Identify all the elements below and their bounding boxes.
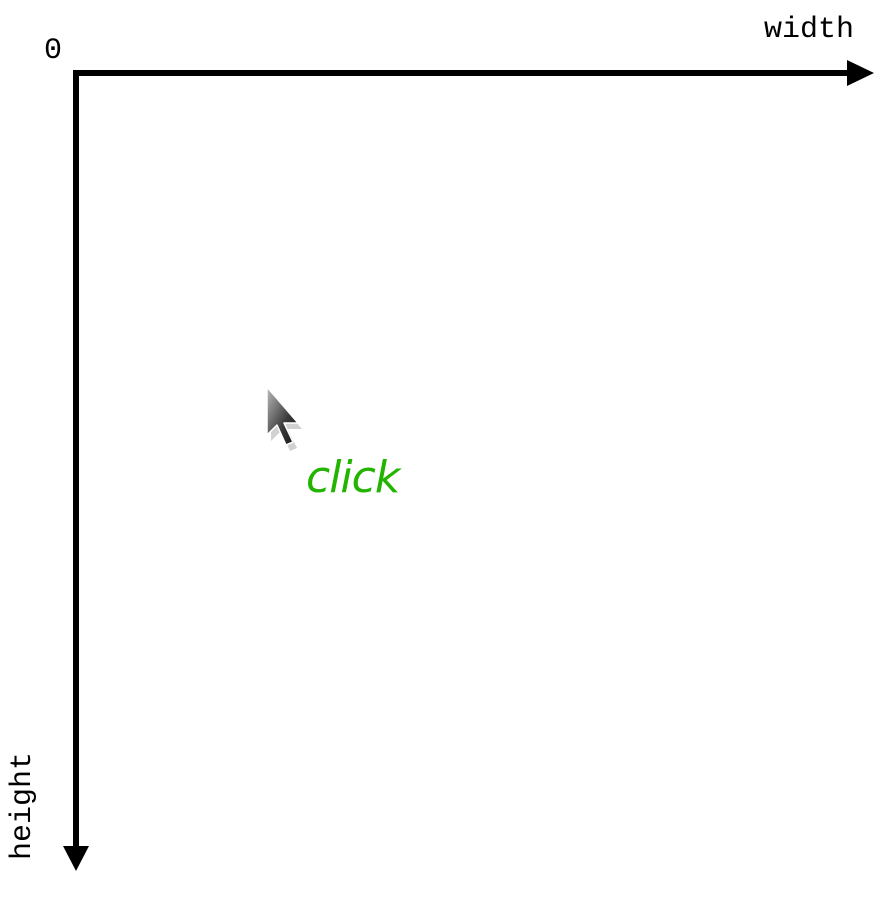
x-axis-arrow xyxy=(73,60,874,86)
width-axis-label: width xyxy=(764,13,855,47)
origin-label: 0 xyxy=(44,34,63,68)
y-axis-arrow xyxy=(63,70,89,871)
mouse-pointer-icon xyxy=(266,386,302,451)
height-axis-label: height xyxy=(6,751,40,860)
click-annotation: click xyxy=(306,452,400,503)
